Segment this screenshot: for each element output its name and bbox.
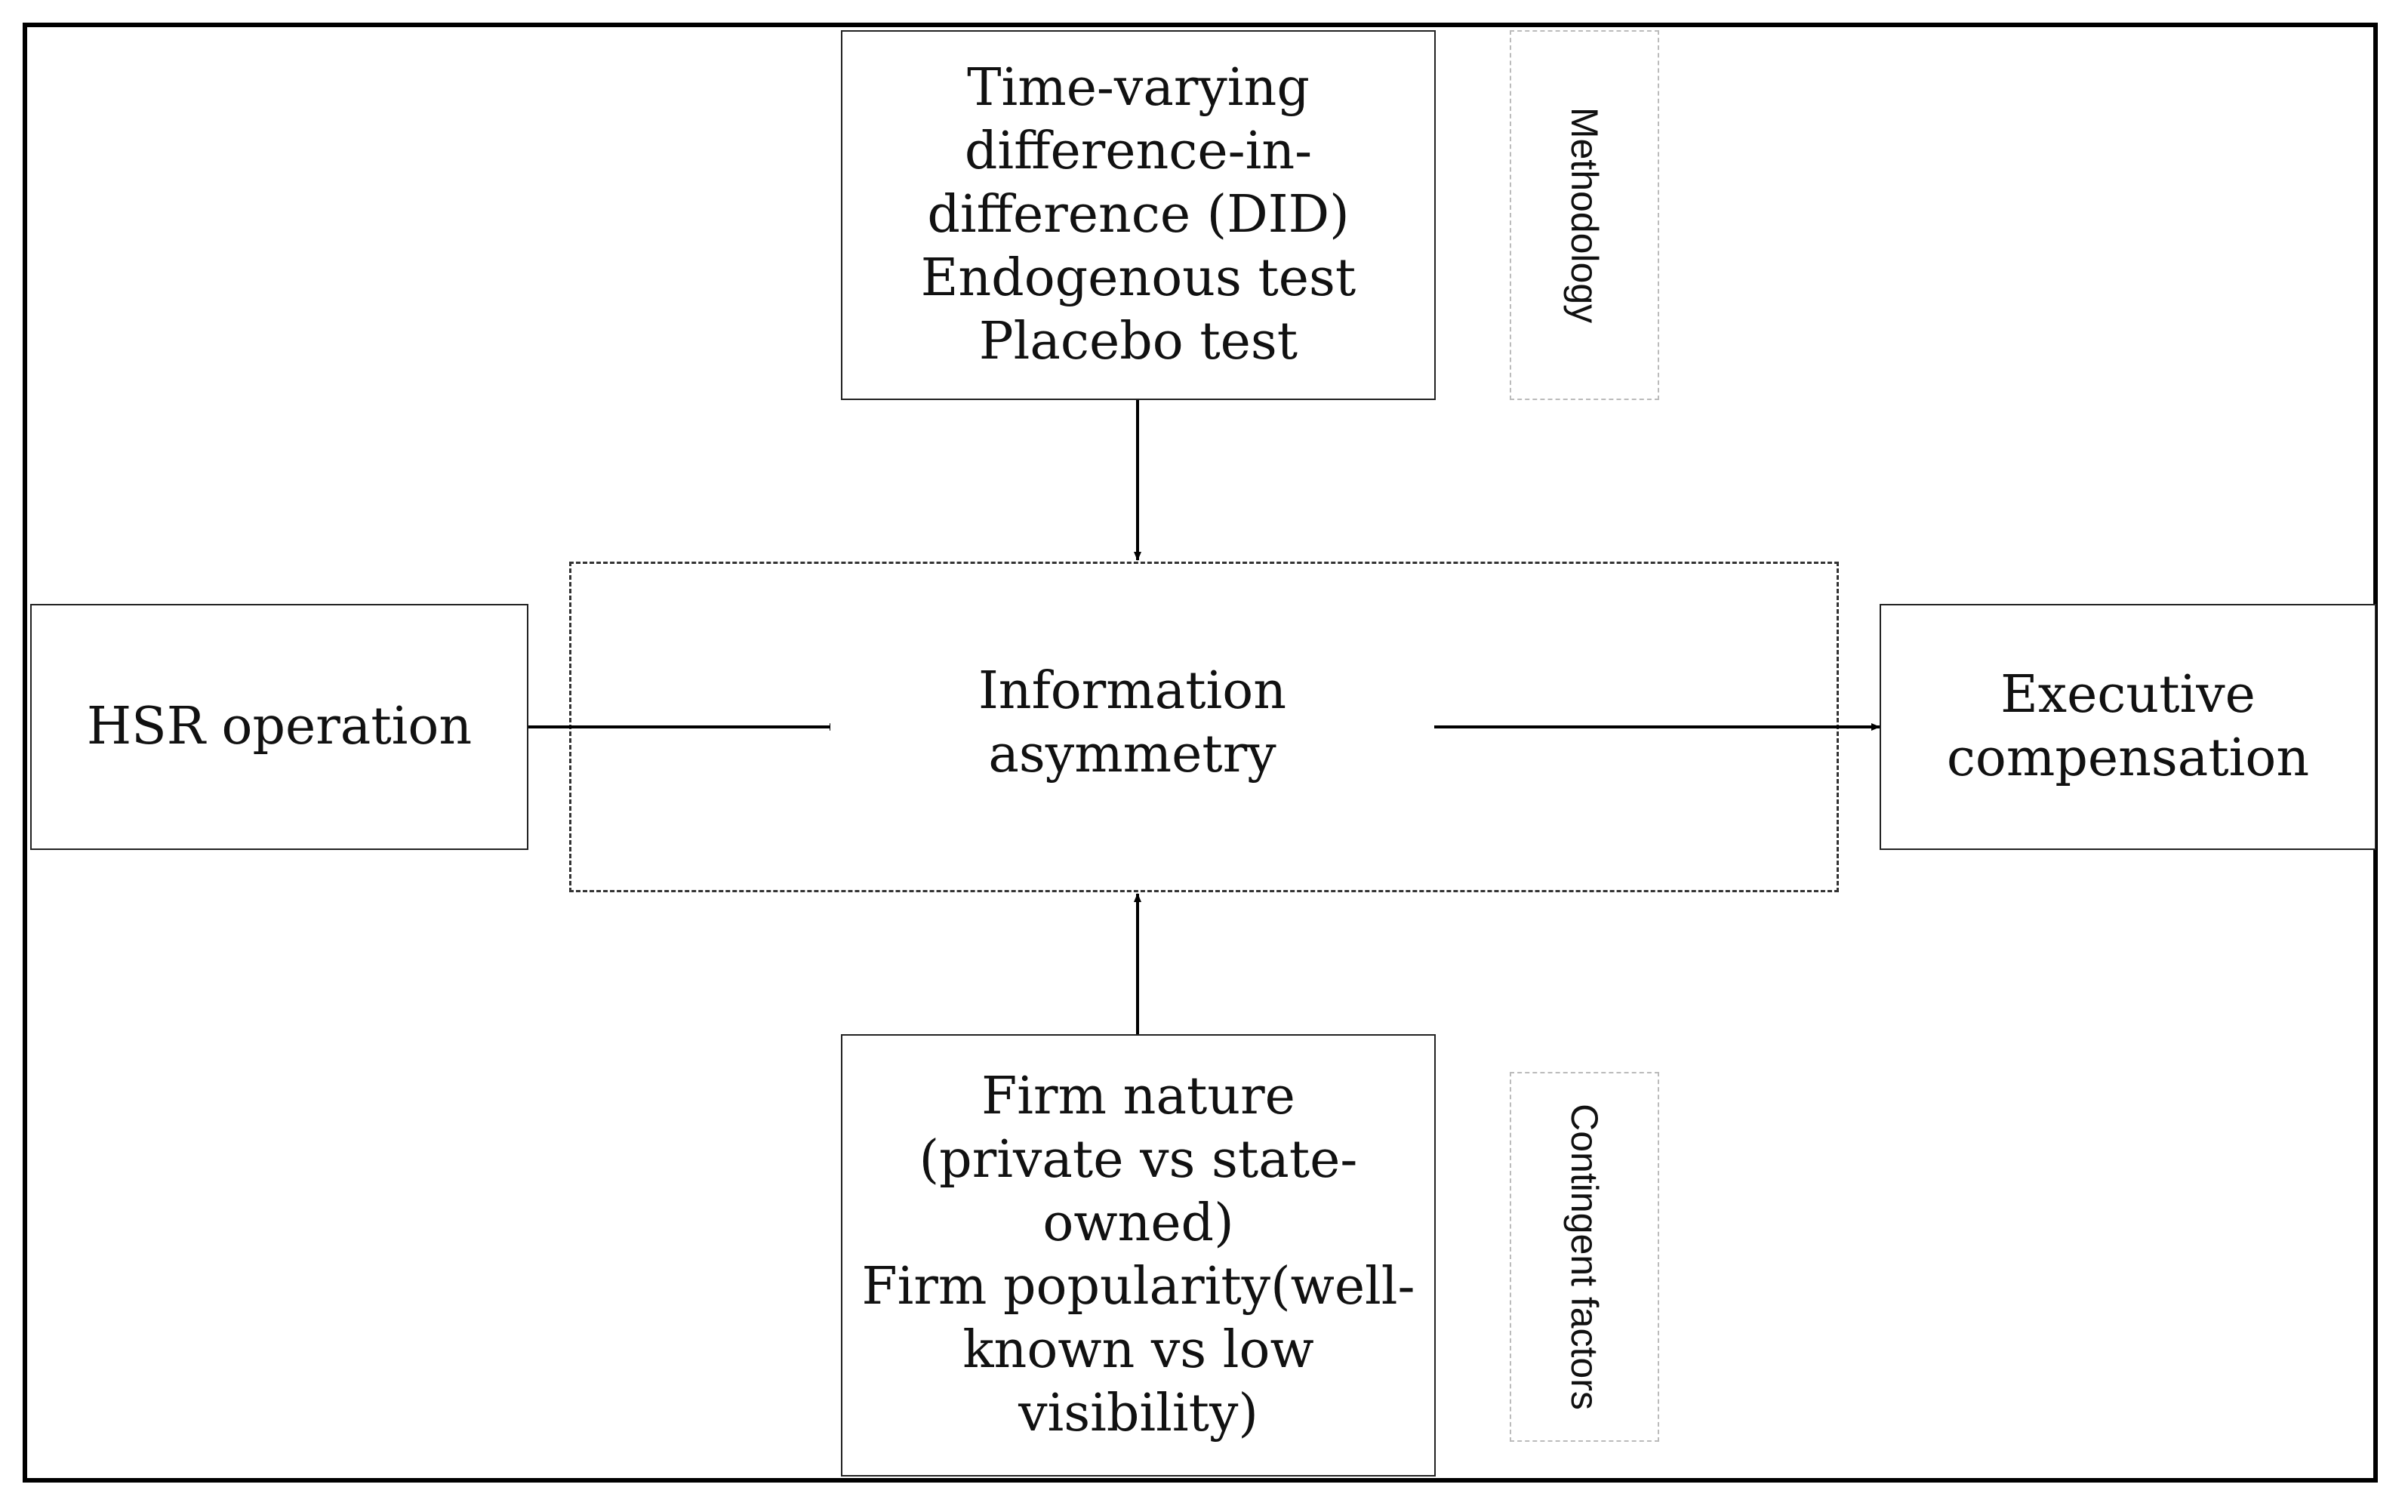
- methodology-line: difference (DID): [927, 185, 1350, 245]
- methodology-line: Time-varying: [967, 58, 1310, 118]
- hsr-operation-box: HSR operation: [30, 604, 528, 850]
- contingent-factors-box: Firm nature (private vs state- owned) Fi…: [841, 1034, 1436, 1477]
- methodology-label: Methodology: [1563, 106, 1606, 324]
- executive-compensation-box: Executive compensation: [1880, 604, 2376, 850]
- methodology-line: Endogenous test: [920, 248, 1356, 308]
- contingent-factors-label-box: Contingent factors: [1510, 1072, 1659, 1442]
- methodology-line: difference-in-: [964, 122, 1313, 181]
- methodology-label-box: Methodology: [1510, 30, 1659, 400]
- mediator-line: asymmetry: [988, 725, 1276, 784]
- executive-line: Executive: [2000, 665, 2256, 725]
- mediator-line: Information: [978, 661, 1287, 721]
- executive-line: compensation: [1946, 728, 2310, 788]
- hsr-operation-label: HSR operation: [86, 697, 473, 756]
- factors-line: Firm nature: [981, 1067, 1295, 1126]
- information-asymmetry-label: Information asymmetry: [830, 660, 1434, 787]
- factors-line: known vs low: [962, 1320, 1314, 1380]
- methodology-line: Placebo test: [978, 312, 1298, 371]
- factors-line: Firm popularity(well-: [861, 1257, 1415, 1316]
- factors-line: owned): [1042, 1193, 1234, 1253]
- factors-line: (private vs state-: [919, 1130, 1358, 1190]
- contingent-factors-label: Contingent factors: [1563, 1104, 1606, 1410]
- factors-line: visibility): [1018, 1384, 1258, 1443]
- methodology-box: Time-varying difference-in- difference (…: [841, 30, 1436, 400]
